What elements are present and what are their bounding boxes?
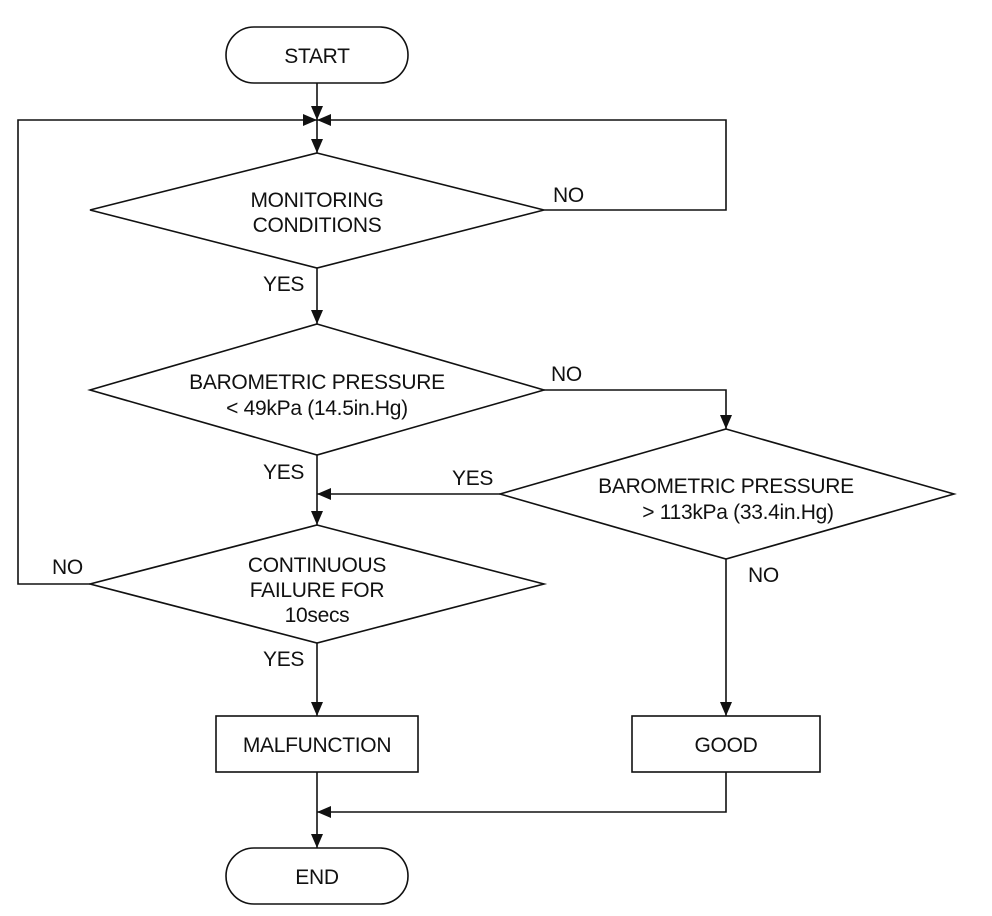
continuous-failure-line2: FAILURE FOR: [250, 579, 385, 602]
arrowhead-start-down: [311, 106, 323, 120]
arrowhead-into-malfunction: [311, 702, 323, 716]
continuous-failure-line3: 10secs: [285, 604, 350, 627]
baro-low-yes-label: YES: [263, 461, 304, 484]
baro-low-line1: BAROMETRIC PRESSURE: [189, 371, 445, 394]
baro-high-yes-label: YES: [452, 467, 493, 490]
continuous-failure-line1: CONTINUOUS: [248, 554, 386, 577]
arrowhead-baro-high-yes: [317, 488, 331, 500]
monitoring-yes-label: YES: [263, 273, 304, 296]
arrowhead-into-monitoring: [311, 139, 323, 153]
good-label: GOOD: [695, 734, 758, 757]
baro-high-no-label: NO: [748, 564, 779, 587]
monitoring-no-label: NO: [553, 184, 584, 207]
monitoring-conditions-line2: CONDITIONS: [253, 214, 382, 237]
baro-low-no-label: NO: [551, 363, 582, 386]
baro-low-line2: < 49kPa (14.5in.Hg): [226, 397, 408, 420]
continuous-yes-label: YES: [263, 648, 304, 671]
arrowhead-into-baro-high: [720, 415, 732, 429]
arrowhead-monitoring-no-loop: [317, 114, 331, 126]
arrowhead-into-end: [311, 834, 323, 848]
start-label: START: [284, 45, 350, 68]
connector-good-to-end: [317, 772, 727, 813]
malfunction-label: MALFUNCTION: [243, 734, 391, 757]
end-label: END: [295, 866, 339, 889]
connector-monitoring-no-loop: [317, 119, 727, 211]
arrowhead-into-good: [720, 702, 732, 716]
continuous-no-label: NO: [52, 556, 83, 579]
baro-high-line2: > 113kPa (33.4in.Hg): [642, 501, 833, 524]
baro-high-line1: BAROMETRIC PRESSURE: [598, 475, 854, 498]
monitoring-conditions-line1: MONITORING: [250, 189, 383, 212]
connector-baro-low-no: [544, 389, 727, 429]
arrowhead-into-continuous: [311, 511, 323, 525]
connector-continuous-no-loop: [17, 119, 317, 585]
malfunction-box: [215, 715, 419, 773]
arrowhead-continuous-no-loop: [303, 114, 317, 126]
arrowhead-good-join: [317, 806, 331, 818]
arrowhead-into-baro-low: [311, 310, 323, 324]
